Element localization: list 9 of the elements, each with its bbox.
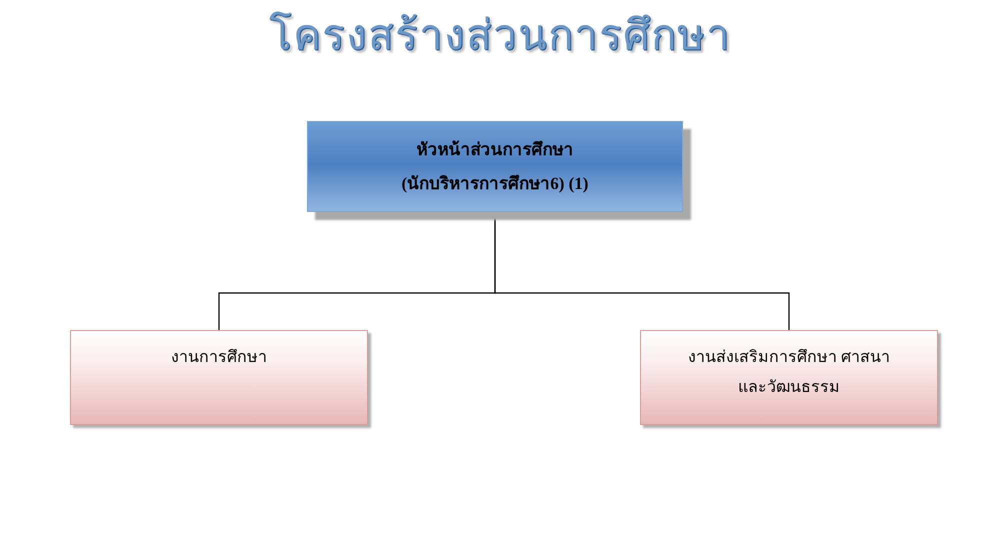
unit-box	[640, 330, 938, 425]
diagram-title: โครงสร้างส่วนการศึกษา	[269, 12, 731, 60]
position-title: หัวหน้าส่วนการศึกษา	[416, 138, 574, 160]
unit-name: งานการศึกษา	[171, 348, 267, 368]
position-level: (นักบริหารการศึกษา6) (1)	[402, 172, 588, 194]
connector-line	[494, 212, 790, 330]
head-position-box	[307, 121, 683, 212]
unit-name: งานส่งเสริมการศึกษา ศาสนา และวัฒนธรรม	[687, 348, 891, 398]
unit-box	[70, 330, 368, 425]
